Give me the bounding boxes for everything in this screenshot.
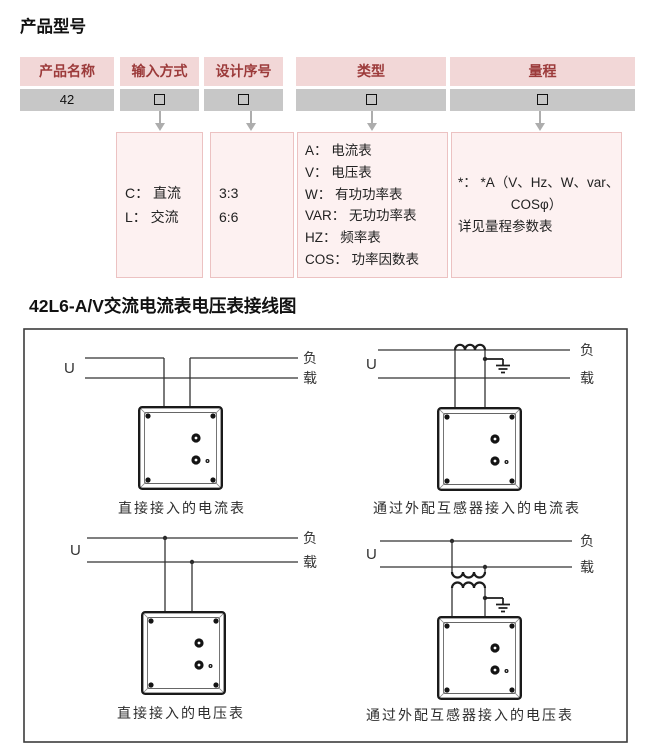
box-line: C： 直流 bbox=[125, 185, 181, 201]
value-type bbox=[296, 89, 446, 111]
panel-meter bbox=[437, 407, 522, 491]
box-line: 详见量程参数表 bbox=[458, 219, 553, 234]
box-line: A： 电流表 bbox=[305, 143, 372, 158]
wiring-diagram-panel: U 负 载 直接接入的电流表 U 负 载 通过外配互感器接入的电流表 bbox=[23, 328, 628, 743]
load-label: 负 bbox=[580, 342, 594, 358]
box-line: COSφ） bbox=[510, 197, 563, 212]
wiring-panel-border bbox=[23, 328, 628, 743]
placeholder-box-icon bbox=[537, 93, 548, 105]
pt-secondary-coil-icon bbox=[450, 581, 487, 589]
diagram-caption: 直接接入的电流表 bbox=[118, 500, 246, 516]
box-line: HZ： 频率表 bbox=[305, 230, 381, 246]
header-range: 量程 bbox=[450, 57, 635, 86]
ground-icon bbox=[485, 597, 510, 613]
load-label: 载 bbox=[303, 370, 317, 386]
load-label: 负 bbox=[580, 533, 594, 549]
box-line: L： 交流 bbox=[125, 209, 179, 225]
page-title: 产品型号 bbox=[20, 18, 86, 36]
load-label: 载 bbox=[580, 559, 594, 575]
detail-box-design-serial: 3:3 6:6 bbox=[210, 132, 294, 278]
diagram-ct-ammeter: U 负 载 通过外配互感器接入的电流表 bbox=[366, 342, 594, 516]
box-line: VAR： 无功功率表 bbox=[305, 208, 417, 224]
pt-primary-coil-icon bbox=[450, 571, 487, 579]
value-design-serial bbox=[204, 89, 283, 111]
diagram-direct-ammeter: U 负 载 直接接入的电流表 bbox=[64, 350, 317, 516]
load-label: 负 bbox=[303, 350, 317, 366]
header-product-name: 产品名称 bbox=[20, 57, 114, 86]
source-label: U bbox=[70, 542, 81, 559]
load-label: 载 bbox=[580, 370, 594, 386]
header-type: 类型 bbox=[296, 57, 446, 86]
box-line: COS： 功率因数表 bbox=[305, 251, 420, 267]
source-label: U bbox=[366, 546, 377, 563]
panel-meter bbox=[137, 406, 223, 490]
diagram-caption: 直接接入的电压表 bbox=[117, 705, 245, 721]
detail-box-input-mode: C： 直流 L： 交流 bbox=[116, 132, 203, 278]
header-design-serial: 设计序号 bbox=[204, 57, 283, 86]
ground-icon bbox=[485, 358, 510, 374]
panel-meter bbox=[140, 611, 226, 695]
source-label: U bbox=[366, 356, 377, 373]
placeholder-box-icon bbox=[238, 93, 249, 105]
load-label: 负 bbox=[303, 530, 317, 546]
diagram-caption: 通过外配互感器接入的电压表 bbox=[366, 707, 574, 723]
placeholder-box-icon bbox=[365, 93, 377, 105]
panel-meter bbox=[437, 616, 522, 700]
detail-box-range: *： *A（V、Hz、W、var、 COSφ） 详见量程参数表 bbox=[451, 132, 622, 278]
load-label: 载 bbox=[303, 554, 317, 570]
source-label: U bbox=[64, 360, 75, 377]
value-input-mode bbox=[120, 89, 199, 111]
diagram-direct-voltmeter: U 负 载 直接接入的电压表 bbox=[70, 530, 317, 721]
placeholder-box-icon bbox=[154, 93, 165, 105]
diagram-caption: 通过外配互感器接入的电流表 bbox=[373, 500, 581, 516]
value-range bbox=[450, 89, 635, 111]
ct-coil-icon bbox=[453, 343, 487, 351]
box-line: V： 电压表 bbox=[305, 164, 372, 180]
header-input-mode: 输入方式 bbox=[120, 57, 199, 86]
wiring-section-title: 42L6-A/V交流电流表电压表接线图 bbox=[29, 296, 297, 316]
box-line: 6:6 bbox=[219, 209, 239, 225]
box-line: W： 有功功率表 bbox=[305, 186, 403, 202]
detail-box-type: A： 电流表 V： 电压表 W： 有功功率表 VAR： 无功功率表 HZ： 频率… bbox=[297, 132, 448, 278]
box-line: 3:3 bbox=[219, 185, 239, 201]
box-line: *： *A（V、Hz、W、var、 bbox=[458, 175, 620, 190]
value-product-name: 42 bbox=[20, 89, 114, 111]
diagram-pt-voltmeter: U 负 载 通过外配互感器接入的电压表 bbox=[366, 533, 594, 723]
